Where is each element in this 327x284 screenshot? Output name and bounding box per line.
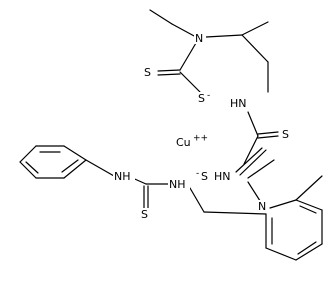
bond-cross-c (247, 159, 275, 179)
bond-hn-c-thiourea (247, 111, 259, 137)
atom-nh-benzyl: NH (169, 178, 186, 191)
atom-s-lower-anion: S (201, 170, 208, 183)
atom-s-top-double: S (144, 66, 151, 79)
phenyl-bond-1 (63, 145, 87, 161)
atom-nh-phenyl: NH (114, 170, 131, 183)
bond-ch2-nh-benzyl (189, 187, 205, 213)
bond-ring-methyl (295, 175, 323, 201)
atom-s-lower-anion-bg (195, 170, 211, 184)
phenyl-double-3 (61, 159, 79, 173)
phenyl-bond-3 (19, 145, 37, 163)
bond-c-s-thiourea-a (257, 131, 279, 135)
ring-double-1 (299, 205, 317, 214)
atom-s-top-anion-charge: - (207, 91, 210, 101)
bonds (19, 9, 323, 261)
atom-n-lower: N (258, 200, 266, 213)
atom-s-lower-anion-charge: - (196, 169, 199, 179)
bond-ch-ch3 (241, 21, 269, 36)
bond-c-s-thiourea-b (257, 135, 279, 139)
atom-nh-right: HN (230, 97, 247, 110)
atom-nh-benzyl-bg (168, 178, 190, 191)
atom-n-top: N (195, 32, 203, 45)
atom-nh-phenyl-bg (113, 170, 135, 183)
atom-nh-right-bg (229, 97, 251, 111)
atom-labels: N S S - HN S Cu ++ - S HN N NH NH S (113, 32, 293, 221)
bond-cross-a (235, 147, 263, 173)
atom-cu-charge: ++ (193, 134, 208, 144)
bond-n-c-dtc (179, 42, 197, 71)
bond-c-s-anion (179, 71, 201, 93)
atom-s-top-double-bg (143, 66, 155, 79)
atom-n-lower-bg (257, 200, 268, 213)
phenyl-double-2 (25, 161, 39, 174)
bond-c-hn-lower (243, 135, 259, 165)
ring-bond-1 (269, 199, 297, 209)
bond-nh-phenyl-ring (85, 159, 115, 177)
bond-c-s-double-a (157, 69, 181, 72)
atom-hn-lower: HN (214, 170, 231, 183)
bond-ethyl-ch3 (149, 9, 173, 25)
phenyl-bond-6 (63, 159, 87, 179)
bond-ring-ch2 (203, 211, 267, 215)
bond-ch-ch2 (241, 34, 269, 63)
atom-n-top-bg (194, 32, 206, 44)
ring-double-2 (297, 241, 317, 255)
bond-ethyl-ch2-n (171, 23, 197, 38)
phenyl-bond-4 (19, 161, 37, 179)
atom-s-top-anion-bg (197, 92, 213, 106)
ring-bond-2 (295, 199, 323, 211)
bond-cross-b (239, 149, 267, 176)
atom-s-bottom-bg (140, 208, 152, 221)
bond-c-s-double-b (157, 73, 181, 76)
atom-s-top-anion: S (198, 92, 205, 105)
ring-bond-5 (265, 247, 297, 261)
atom-s-bottom: S (141, 208, 148, 221)
ring-bond-4 (295, 243, 323, 261)
bond-n-ch (205, 34, 243, 38)
atom-s-right-bg (281, 128, 293, 141)
atom-s-right: S (282, 128, 289, 141)
atom-cu: Cu (176, 136, 191, 149)
